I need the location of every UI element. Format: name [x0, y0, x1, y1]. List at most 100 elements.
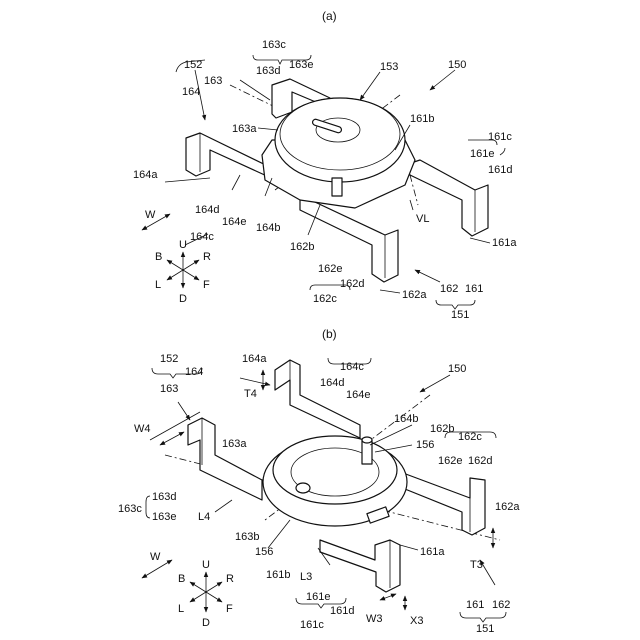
label-b-164e: 164e — [346, 389, 370, 401]
arrow-163-b — [178, 402, 190, 420]
dim-w4 — [160, 432, 184, 445]
label-w-a: W — [145, 209, 156, 221]
arrow-164-b — [240, 378, 270, 385]
label-a-161a: 161a — [492, 237, 517, 249]
brace-151-a — [436, 300, 475, 309]
label-a-151: 151 — [451, 309, 469, 321]
label-a-164d: 164d — [195, 204, 219, 216]
label-a-163c: 163c — [262, 39, 286, 51]
arrow-150-b — [420, 375, 450, 392]
figure-b: (b) — [118, 327, 520, 635]
leader-163a — [258, 128, 278, 130]
leader-161a — [470, 238, 490, 243]
label-a-152: 152 — [184, 59, 202, 71]
label-a-164: 164 — [182, 86, 200, 98]
label-a-161d: 161d — [488, 164, 512, 176]
post-156-top — [362, 437, 372, 443]
arm-162-b — [395, 470, 485, 535]
label-b-163b: 163b — [235, 531, 259, 543]
figure-a: (a) — [133, 9, 517, 321]
arrow-161-162 — [415, 270, 440, 282]
label-b-152: 152 — [160, 353, 178, 365]
caption-a: (a) — [322, 9, 337, 23]
dim-w3 — [380, 594, 396, 600]
base-ring-top — [273, 436, 397, 504]
label-b-164d: 164d — [320, 377, 344, 389]
label-a-164c: 164c — [190, 231, 214, 243]
arrow-153 — [360, 72, 380, 100]
label-b-162: 162 — [492, 599, 510, 611]
leader-163 — [240, 80, 270, 100]
label-b-161c: 161c — [300, 619, 324, 631]
label-b-164: 164 — [185, 366, 203, 378]
label-a-162d: 162d — [340, 278, 364, 290]
leader-162a — [380, 290, 400, 293]
label-b-163: 163 — [160, 383, 178, 395]
label-a-162b: 162b — [290, 241, 314, 253]
label-b-156a: 156 — [416, 439, 434, 451]
dir-u-a: U — [179, 239, 187, 251]
dir-r-b: R — [226, 573, 234, 585]
label-b-t3: T3 — [470, 559, 483, 571]
arm-163-b — [188, 418, 262, 500]
label-b-w4: W4 — [134, 423, 151, 435]
brace-161c-b — [500, 148, 505, 155]
label-b-162c: 162c — [458, 431, 482, 443]
label-a-164e: 164e — [222, 216, 246, 228]
label-a-162a: 162a — [402, 289, 427, 301]
vl-line — [410, 175, 418, 205]
leader-164a — [165, 178, 210, 182]
dir-r-a: R — [203, 251, 211, 263]
label-a-150: 150 — [448, 59, 466, 71]
label-b-162a: 162a — [495, 501, 520, 513]
dir-f-a: F — [203, 279, 210, 291]
boss-left — [296, 483, 310, 493]
label-a-161: 161 — [465, 283, 483, 295]
label-b-161b: 161b — [266, 569, 290, 581]
dir-l-b: L — [178, 603, 184, 615]
label-a-163e: 163e — [289, 59, 313, 71]
label-b-156b: 156 — [255, 546, 273, 558]
label-b-162b: 162b — [430, 423, 454, 435]
leader-vl — [410, 200, 413, 210]
label-b-w3: W3 — [366, 613, 383, 625]
caption-b: (b) — [322, 327, 337, 341]
leader-164b-b — [370, 425, 412, 445]
dir-b-b: B — [178, 573, 185, 585]
label-a-164a: 164a — [133, 169, 158, 181]
dim-l4 — [215, 500, 232, 512]
dir-l-a: L — [155, 279, 161, 291]
leader-161a-b — [400, 545, 418, 550]
label-a-161b: 161b — [410, 113, 434, 125]
direction-key-b: U D B R L F — [178, 559, 234, 629]
label-b-151: 151 — [476, 623, 494, 635]
label-b-163a: 163a — [222, 438, 247, 450]
label-b-163c: 163c — [118, 503, 142, 515]
leader-156-b — [268, 520, 290, 548]
arrow-150-a — [430, 70, 455, 90]
leader-164d — [232, 175, 240, 190]
label-a-163d: 163d — [256, 65, 280, 77]
label-b-l4: L4 — [198, 511, 210, 523]
label-w-b: W — [150, 551, 161, 563]
label-b-161d: 161d — [330, 605, 354, 617]
brace-163c-b — [146, 496, 150, 518]
dir-f-b: F — [226, 603, 233, 615]
label-b-161e: 161e — [306, 591, 330, 603]
label-a-161c: 161c — [488, 131, 512, 143]
front-post — [332, 178, 342, 196]
label-b-161a: 161a — [420, 546, 445, 558]
label-a-163: 163 — [204, 75, 222, 87]
label-a-164b: 164b — [256, 222, 280, 234]
label-b-163e: 163e — [152, 511, 176, 523]
label-a-153: 153 — [380, 61, 398, 73]
label-b-164a: 164a — [242, 353, 267, 365]
label-b-150: 150 — [448, 363, 466, 375]
dir-b-a: B — [155, 251, 162, 263]
dir-d-a: D — [179, 293, 187, 305]
label-a-vl: VL — [416, 213, 429, 225]
label-b-162e: 162e — [438, 455, 462, 467]
label-b-t4: T4 — [244, 388, 257, 400]
label-b-164b: 164b — [394, 413, 418, 425]
